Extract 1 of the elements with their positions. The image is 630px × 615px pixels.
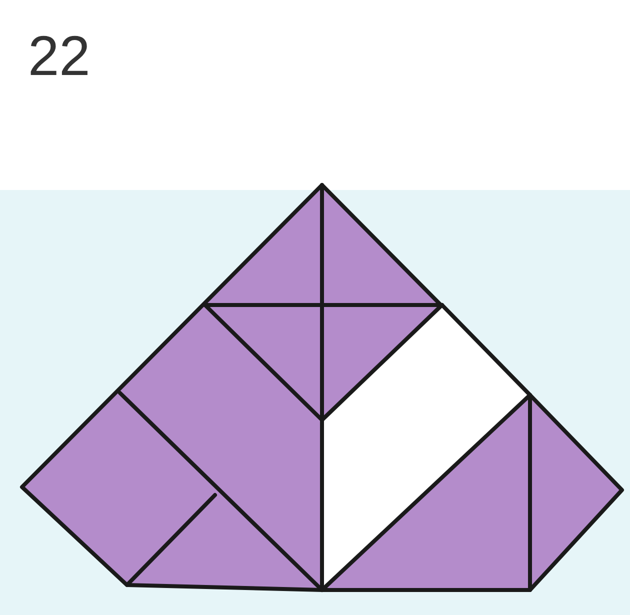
puzzle-number: 22 bbox=[28, 28, 90, 84]
